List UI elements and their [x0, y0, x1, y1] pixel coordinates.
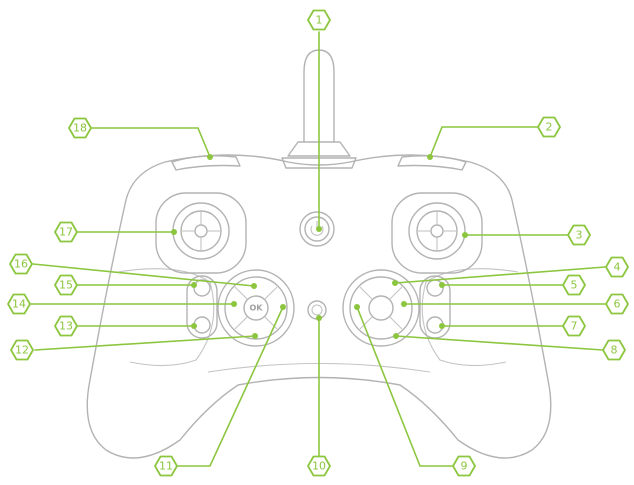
callout-number-13: 13 — [59, 320, 73, 333]
callout-number-10: 10 — [312, 460, 326, 473]
right-dpad[interactable] — [342, 269, 420, 347]
callout-number-16: 16 — [14, 258, 28, 271]
leader-lines — [29, 31, 606, 467]
controller-body — [86, 154, 552, 459]
callout-badge-9 — [452, 455, 476, 477]
callout-badge-3 — [567, 224, 591, 246]
callout-number-1: 1 — [316, 14, 323, 27]
left-dpad[interactable]: OK — [217, 269, 295, 347]
callout-number-9: 9 — [461, 460, 468, 473]
indicator-dots — [171, 154, 468, 339]
ok-label: OK — [250, 304, 264, 313]
callout-badge-14 — [7, 293, 31, 315]
callout-badge-7 — [562, 315, 586, 337]
callout-badge-11 — [154, 455, 178, 477]
callout-number-2: 2 — [546, 121, 553, 134]
callout-number-11: 11 — [159, 460, 173, 473]
callout-badge-12 — [10, 339, 34, 361]
callout-badge-2 — [537, 116, 561, 138]
power-button[interactable] — [299, 211, 335, 247]
left-joystick[interactable] — [155, 192, 247, 274]
callout-number-12: 12 — [15, 344, 29, 357]
callout-number-4: 4 — [614, 261, 621, 274]
callout-badge-6 — [605, 293, 629, 315]
right-joystick[interactable] — [391, 192, 483, 274]
callout-number-17: 17 — [59, 226, 73, 239]
left-shoulder[interactable] — [171, 155, 241, 171]
callout-number-5: 5 — [571, 279, 578, 292]
callout-number-6: 6 — [614, 298, 621, 311]
callout-badge-4 — [605, 256, 629, 278]
callout-badge-18 — [68, 117, 92, 139]
callout-badge-13 — [54, 315, 78, 337]
callout-number-7: 7 — [571, 320, 578, 333]
callout-number-15: 15 — [59, 279, 73, 292]
callout-badge-1 — [307, 9, 331, 31]
callout-number-3: 3 — [576, 229, 583, 242]
callout-badge-16 — [9, 253, 33, 275]
callout-number-14: 14 — [12, 298, 26, 311]
callout-badge-17 — [54, 221, 78, 243]
callout-number-18: 18 — [73, 122, 87, 135]
callout-badge-8 — [602, 339, 626, 361]
callout-badge-5 — [562, 274, 586, 296]
callout-number-8: 8 — [611, 344, 618, 357]
callout-badge-10 — [307, 455, 331, 477]
right-shoulder[interactable] — [397, 155, 467, 171]
callout-badge-15 — [54, 274, 78, 296]
